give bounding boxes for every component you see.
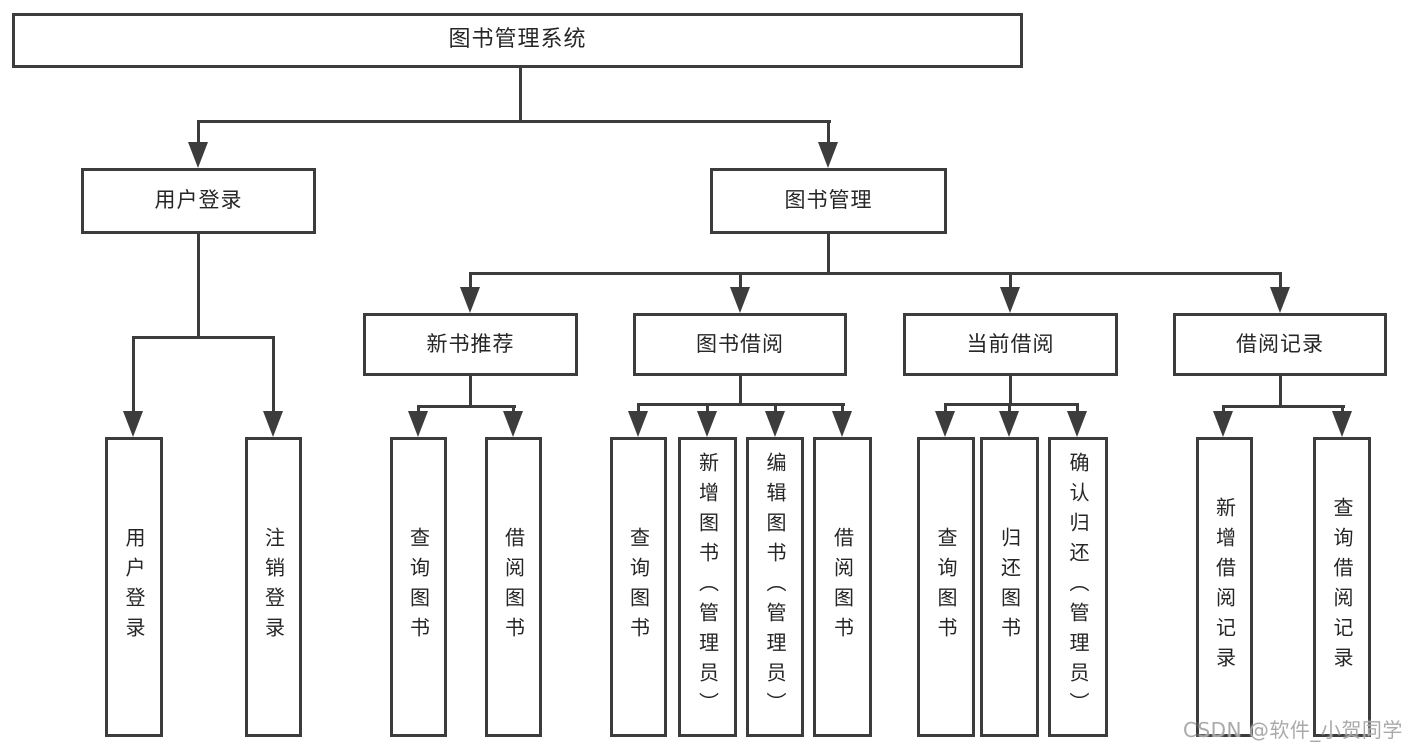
line (469, 376, 472, 407)
leaf-query-borrow-record: 查询借阅记录 (1313, 437, 1371, 737)
arrowhead (123, 411, 143, 437)
arrowhead (408, 411, 428, 437)
line (944, 403, 947, 413)
line (827, 120, 830, 145)
arrowhead (697, 411, 717, 437)
node-current-borrow-label: 当前借阅 (966, 331, 1055, 356)
line (1076, 403, 1079, 413)
line (1009, 376, 1012, 405)
line (132, 336, 135, 414)
line (637, 403, 640, 413)
arrowhead (1270, 287, 1290, 313)
line (197, 234, 200, 338)
arrowhead (765, 411, 785, 437)
leaf-query-books-borrow-label: 查询图书 (626, 527, 651, 647)
line (469, 272, 472, 290)
arrowhead (1067, 411, 1087, 437)
leaf-confirm-return-admin: 确认归还（管理员） (1048, 437, 1108, 737)
leaf-logout-label: 注销登录 (261, 527, 286, 647)
leaf-query-books-recommend: 查询图书 (390, 437, 447, 737)
line (1222, 405, 1225, 413)
csdn-watermark: CSDN @软件_小贺同学 (1183, 718, 1403, 742)
node-user-login-label: 用户登录 (154, 188, 243, 213)
leaf-logout: 注销登录 (245, 437, 302, 737)
leaf-return-books-label: 归还图书 (997, 527, 1022, 647)
node-current-borrow: 当前借阅 (903, 313, 1118, 376)
line (774, 403, 777, 413)
line (132, 336, 275, 339)
node-root: 图书管理系统 (12, 13, 1023, 68)
leaf-return-books: 归还图书 (980, 437, 1039, 737)
leaf-add-books-admin: 新增图书（管理员） (678, 437, 737, 737)
node-user-login: 用户登录 (81, 168, 316, 234)
node-book-management-label: 图书管理 (784, 188, 873, 213)
line (197, 120, 200, 145)
leaf-user-login: 用户登录 (105, 437, 163, 737)
arrowhead (628, 411, 648, 437)
line (1008, 403, 1011, 413)
node-borrow-records-label: 借阅记录 (1236, 331, 1324, 356)
node-book-management: 图书管理 (710, 168, 947, 234)
leaf-query-borrow-record-label: 查询借阅记录 (1330, 497, 1354, 677)
arrowhead (730, 287, 750, 313)
line (272, 336, 275, 414)
arrowhead (460, 287, 480, 313)
line (1279, 272, 1282, 290)
arrowhead (188, 142, 208, 168)
leaf-borrow-books-label: 借阅图书 (830, 527, 855, 647)
arrowhead (503, 411, 523, 437)
arrowhead (832, 411, 852, 437)
line (417, 405, 420, 413)
leaf-add-books-admin-label: 新增图书（管理员） (695, 452, 720, 722)
line (417, 405, 516, 408)
line (739, 376, 742, 405)
arrowhead (1332, 411, 1352, 437)
line (1222, 405, 1345, 408)
leaf-add-borrow-record: 新增借阅记录 (1196, 437, 1253, 737)
leaf-query-books-current-label: 查询图书 (934, 527, 958, 647)
leaf-query-books-borrow: 查询图书 (610, 437, 667, 737)
leaf-query-books-recommend-label: 查询图书 (406, 527, 431, 647)
line (841, 403, 844, 413)
arrowhead (1000, 287, 1020, 313)
arrowhead (263, 411, 283, 437)
arrowhead (935, 411, 955, 437)
line (1279, 376, 1282, 407)
line (1009, 272, 1012, 290)
leaf-edit-books-admin: 编辑图书（管理员） (746, 437, 804, 737)
arrowhead (999, 411, 1019, 437)
line (197, 120, 831, 123)
leaf-borrow-books-recommend-label: 借阅图书 (501, 527, 526, 647)
line (944, 403, 1079, 406)
line (637, 403, 845, 406)
leaf-edit-books-admin-label: 编辑图书（管理员） (763, 452, 787, 722)
line (706, 403, 709, 413)
line (469, 272, 1282, 275)
line (519, 68, 522, 122)
node-new-book-recommend-label: 新书推荐 (426, 331, 515, 356)
leaf-user-login-label: 用户登录 (122, 527, 146, 647)
node-book-borrow-label: 图书借阅 (696, 331, 784, 356)
node-book-borrow: 图书借阅 (633, 313, 847, 376)
node-borrow-records: 借阅记录 (1173, 313, 1387, 376)
leaf-borrow-books-recommend: 借阅图书 (485, 437, 542, 737)
leaf-borrow-books: 借阅图书 (813, 437, 872, 737)
arrowhead (1213, 411, 1233, 437)
leaf-add-borrow-record-label: 新增借阅记录 (1212, 497, 1237, 677)
node-new-book-recommend: 新书推荐 (363, 313, 578, 376)
leaf-query-books-current: 查询图书 (917, 437, 975, 737)
arrowhead (818, 142, 838, 168)
leaf-confirm-return-admin-label: 确认归还（管理员） (1066, 452, 1090, 722)
line (827, 234, 830, 275)
line (739, 272, 742, 290)
line (512, 405, 515, 413)
line (1341, 405, 1344, 413)
node-root-label: 图书管理系统 (448, 27, 587, 53)
